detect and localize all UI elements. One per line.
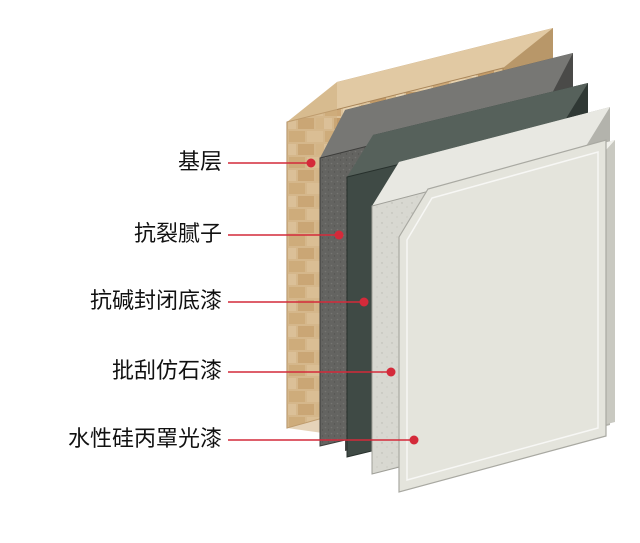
label-varnish: 水性硅丙罩光漆 [67,427,222,452]
marker-stone-paint [386,367,396,377]
label-base: 基层 [177,150,222,175]
label-primer: 抗碱封闭底漆 [89,289,222,314]
marker-primer [359,297,369,307]
label-stone-paint: 批刮仿石漆 [111,359,222,384]
leader-lines [228,158,419,445]
marker-varnish [409,435,419,445]
label-putty: 抗裂腻子 [133,222,222,247]
marker-putty [334,230,344,240]
layer-varnish [398,139,615,493]
marker-base [306,158,316,168]
